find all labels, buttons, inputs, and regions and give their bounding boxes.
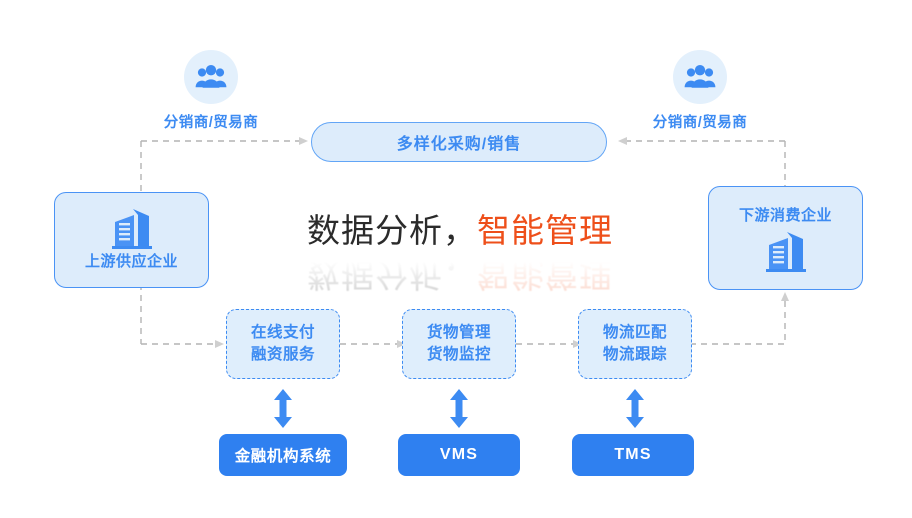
system-button-tms[interactable]: TMS xyxy=(572,434,694,476)
actor-label: 分销商/贸易商 xyxy=(652,115,748,131)
service-box-online-payment[interactable]: 在线支付 融资服务 xyxy=(226,309,340,379)
actor-distributor-right[interactable]: 分销商/贸易商 xyxy=(644,50,756,132)
buildings-icon xyxy=(108,206,156,250)
actor-distributor-left[interactable]: 分销商/贸易商 xyxy=(155,50,267,132)
service-line-1: 货物管理 xyxy=(426,323,491,341)
system-button-vms[interactable]: VMS xyxy=(398,434,520,476)
system-button-financial-institution[interactable]: 金融机构系统 xyxy=(219,434,347,476)
page-title: 数据分析，智能管理 xyxy=(300,204,620,252)
service-box-logistics[interactable]: 物流匹配 物流跟踪 xyxy=(578,309,692,379)
service-line-1: 在线支付 xyxy=(250,323,315,341)
headline-block: 数据分析，智能管理 数据分析，智能管理 xyxy=(300,204,620,301)
logistics-to-downstream-arrow xyxy=(690,292,789,345)
headline-reflection: 数据分析，智能管理 xyxy=(300,253,620,301)
card-label: 下游消费企业 xyxy=(738,206,832,224)
headline-part-1: 数据分析， xyxy=(307,212,477,249)
double-arrow-goods-to-vms xyxy=(447,389,471,433)
service-line-1: 物流匹配 xyxy=(602,323,667,341)
double-arrow-payment-to-finance xyxy=(271,389,295,433)
card-label: 上游供应企业 xyxy=(84,252,178,270)
card-upstream-supplier[interactable]: 上游供应企业 xyxy=(54,192,209,288)
pill-diversified-procurement[interactable]: 多样化采购/销售 xyxy=(311,122,607,162)
actor-label: 分销商/贸易商 xyxy=(163,115,259,131)
service-line-2: 货物监控 xyxy=(426,346,491,363)
headline-reflection-part-1: 数据分析， xyxy=(307,256,477,293)
headline-part-2: 智能管理 xyxy=(477,212,613,249)
double-arrow-logistics-to-tms xyxy=(623,389,647,433)
service-line-2: 物流跟踪 xyxy=(602,346,667,363)
pill-label: 多样化采购/销售 xyxy=(396,136,522,153)
service-line-2: 融资服务 xyxy=(250,346,315,363)
people-group-icon xyxy=(673,50,727,104)
buildings-icon xyxy=(762,229,810,273)
card-downstream-consumer[interactable]: 下游消费企业 xyxy=(708,186,863,290)
people-group-icon xyxy=(184,50,238,104)
service-box-goods-management[interactable]: 货物管理 货物监控 xyxy=(402,309,516,379)
headline-reflection-part-2: 智能管理 xyxy=(477,256,613,293)
